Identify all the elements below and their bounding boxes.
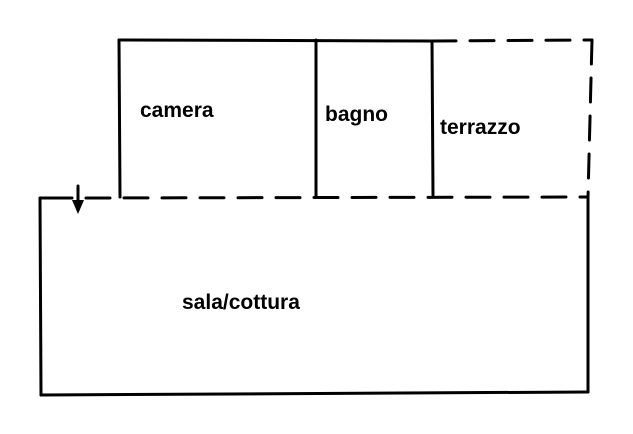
terrazzo-top-edge	[430, 38, 594, 43]
upper-top-wall	[117, 38, 434, 43]
camera-left-wall	[117, 38, 122, 199]
upper-lower-dashed-boundary	[84, 195, 590, 200]
sala-bottom-wall	[39, 390, 590, 397]
room-label-camera: camera	[140, 99, 214, 122]
sala-left-wall	[38, 196, 74, 397]
terrazzo-right-edge	[586, 38, 594, 199]
room-label-sala-cottura: sala/cottura	[182, 291, 300, 314]
entrance-arrow-icon	[72, 184, 84, 214]
room-label-terrazzo: terrazzo	[440, 116, 521, 139]
bagno-terrazzo-partition	[430, 39, 435, 197]
room-label-bagno: bagno	[325, 103, 388, 126]
